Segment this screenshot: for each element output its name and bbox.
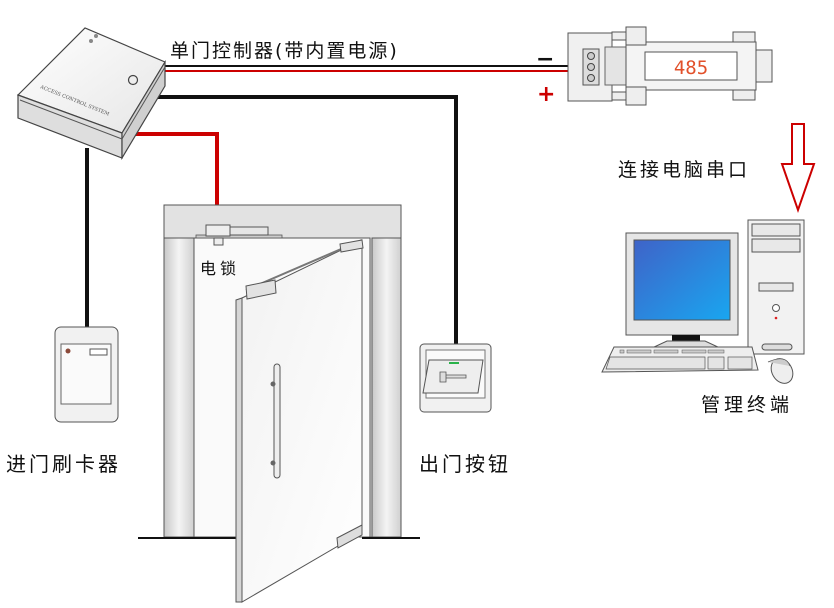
minus-sign: − bbox=[536, 47, 554, 72]
controller-box: ACCESS CONTROL SYSTEM bbox=[16, 27, 166, 161]
computer-terminal bbox=[601, 219, 805, 384]
pc-connection-label: 连接电脑串口 bbox=[618, 159, 751, 181]
converter-485-text: 485 bbox=[674, 57, 708, 79]
down-arrow-icon bbox=[780, 123, 816, 214]
wires bbox=[85, 65, 570, 345]
door-leaf bbox=[235, 239, 364, 603]
wire-black-to-exit-button bbox=[148, 95, 458, 345]
led-icon bbox=[89, 39, 93, 43]
electric-lock bbox=[195, 224, 283, 246]
controller-label: 单门控制器(带内置电源) bbox=[170, 40, 399, 62]
monitor-screen bbox=[633, 239, 731, 321]
exit-button bbox=[419, 343, 492, 413]
card-reader bbox=[54, 326, 119, 423]
rs485-converter: 485 bbox=[567, 26, 773, 106]
management-terminal-label: 管理终端 bbox=[701, 394, 794, 416]
wire-red-to-lock bbox=[130, 132, 219, 228]
card-reader-label: 进门刷卡器 bbox=[6, 452, 121, 476]
key-icon bbox=[439, 371, 467, 383]
lock-key-icon bbox=[127, 74, 139, 86]
door-handle bbox=[273, 363, 281, 479]
electric-lock-label: 电锁 bbox=[200, 259, 241, 278]
led-icon bbox=[94, 34, 98, 38]
plus-sign: + bbox=[537, 82, 555, 107]
exit-button-label: 出门按钮 bbox=[419, 452, 511, 476]
